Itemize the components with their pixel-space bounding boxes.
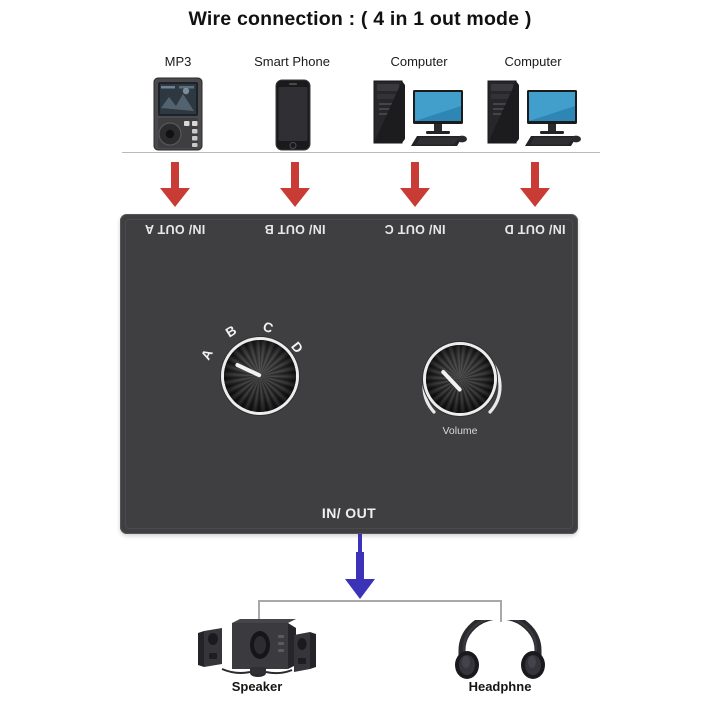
- shelf-line: [122, 152, 600, 153]
- output-label-headphone: Headphne: [468, 679, 532, 694]
- port-label-b: IN/ OUT B: [264, 222, 326, 236]
- port-label-a: IN/ OUT A: [144, 222, 206, 236]
- output-arrow: [345, 552, 375, 599]
- volume-knob-label: Volume: [442, 425, 478, 437]
- port-label-c: IN/ OUT C: [384, 222, 446, 236]
- headphone-icon: [455, 620, 545, 679]
- source-label-smart-phone: Smart Phone: [254, 54, 330, 69]
- volume-knob[interactable]: [418, 337, 504, 423]
- port-label-d: IN/ OUT D: [504, 222, 566, 236]
- output-connector-line: [358, 534, 362, 556]
- source-label-computer-2: Computer: [504, 54, 562, 69]
- input-arrow-d: [520, 162, 550, 207]
- output-bracket-left: [258, 600, 260, 622]
- input-arrow-b: [280, 162, 310, 207]
- output-label-speaker: Speaker: [231, 679, 283, 694]
- page-title: Wire connection : ( 4 in 1 out mode ): [188, 8, 532, 30]
- output-bracket-horizontal: [258, 600, 502, 602]
- desktop-pc-icon: [487, 80, 581, 146]
- switch-device-body: [120, 214, 578, 534]
- mp3-player-icon: [153, 77, 203, 151]
- source-label-mp3: MP3: [164, 54, 192, 69]
- input-arrow-c: [400, 162, 430, 207]
- smartphone-icon: [275, 79, 311, 151]
- desktop-pc-icon: [373, 80, 467, 146]
- source-label-computer-1: Computer: [390, 54, 448, 69]
- speaker-system-icon: [198, 619, 316, 677]
- bottom-port-label: IN/ OUT: [321, 505, 377, 521]
- input-arrow-a: [160, 162, 190, 207]
- selector-knob[interactable]: [216, 332, 306, 422]
- output-bracket-right: [500, 600, 502, 622]
- volume-knob-face[interactable]: [426, 345, 494, 413]
